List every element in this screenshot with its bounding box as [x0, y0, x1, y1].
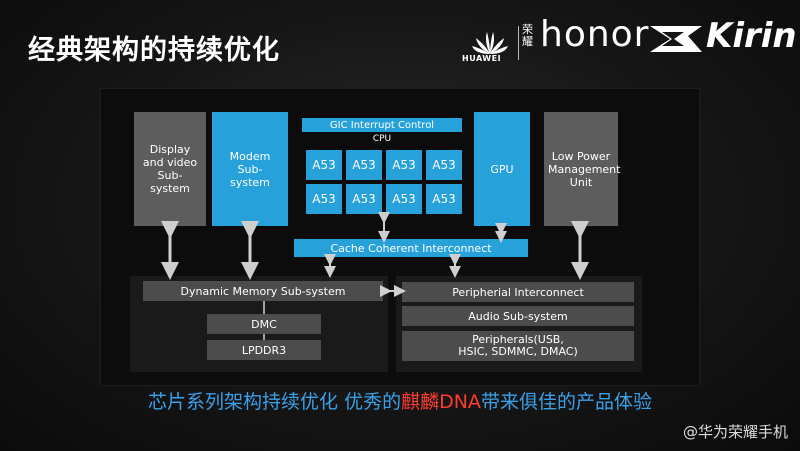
cache-coherent-interconnect-bar: Cache Coherent Interconnect — [294, 239, 528, 257]
rongyao-wordmark: 荣耀 — [522, 23, 533, 48]
display-video-subsystem-block: Display and video Sub-system — [134, 112, 206, 226]
lpddr3-bar: LPDDR3 — [207, 340, 321, 360]
low-power-management-unit-block: Low Power Management Unit — [544, 112, 621, 226]
kirin-wordmark: Kirin — [706, 16, 797, 56]
modem-subsystem-block: Modem Sub-system — [212, 112, 288, 226]
cpu-core-a53: A53 — [426, 184, 462, 214]
cpu-core-a53: A53 — [386, 184, 422, 214]
huawei-logo-icon — [472, 32, 508, 54]
weibo-watermark: @华为荣耀手机 — [682, 423, 788, 441]
dynamic-memory-subsystem-bar: Dynamic Memory Sub-system — [143, 281, 383, 301]
peripherals-bar: Peripherals(USB, HSIC, SDMMC, DMAC) — [402, 331, 634, 361]
peripheral-interconnect-bar: Peripherial Interconnect — [402, 282, 634, 302]
gpu-block: GPU — [474, 112, 530, 226]
logo-divider — [518, 26, 519, 60]
caption-text-highlight: 麒麟DNA — [401, 391, 481, 413]
dmc-bar: DMC — [207, 314, 321, 334]
cpu-core-a53: A53 — [386, 150, 422, 180]
gpu-label: GPU — [490, 162, 514, 176]
low-power-management-unit-label: Low Power Management Unit — [548, 149, 621, 189]
audio-subsystem-bar: Audio Sub-system — [402, 306, 634, 326]
cpu-label: CPU — [372, 134, 392, 144]
display-video-subsystem-label: Display and video Sub-system — [142, 143, 198, 195]
peripherals-label: Peripherals(USB, HSIC, SDMMC, DMAC) — [458, 333, 578, 358]
gic-interrupt-control-bar: GIC Interrupt Control — [302, 118, 462, 132]
slide-caption: 芯片系列架构持续优化 优秀的麒麟DNA带来俱佳的产品体验 — [0, 387, 800, 414]
modem-subsystem-label: Modem Sub-system — [229, 149, 271, 189]
slide-title: 经典架构的持续优化 — [28, 35, 280, 66]
caption-text-part1: 芯片系列架构持续优化 优秀的 — [148, 391, 402, 413]
kirin-logo-icon — [650, 26, 702, 52]
cpu-core-a53: A53 — [306, 184, 342, 214]
cpu-core-a53: A53 — [346, 184, 382, 214]
cpu-core-a53: A53 — [346, 150, 382, 180]
caption-text-part2: 带来俱佳的产品体验 — [480, 391, 652, 413]
honor-wordmark: honor — [540, 14, 650, 55]
cpu-core-a53: A53 — [306, 150, 342, 180]
huawei-wordmark: HUAWEI — [462, 54, 502, 63]
cpu-core-a53: A53 — [426, 150, 462, 180]
